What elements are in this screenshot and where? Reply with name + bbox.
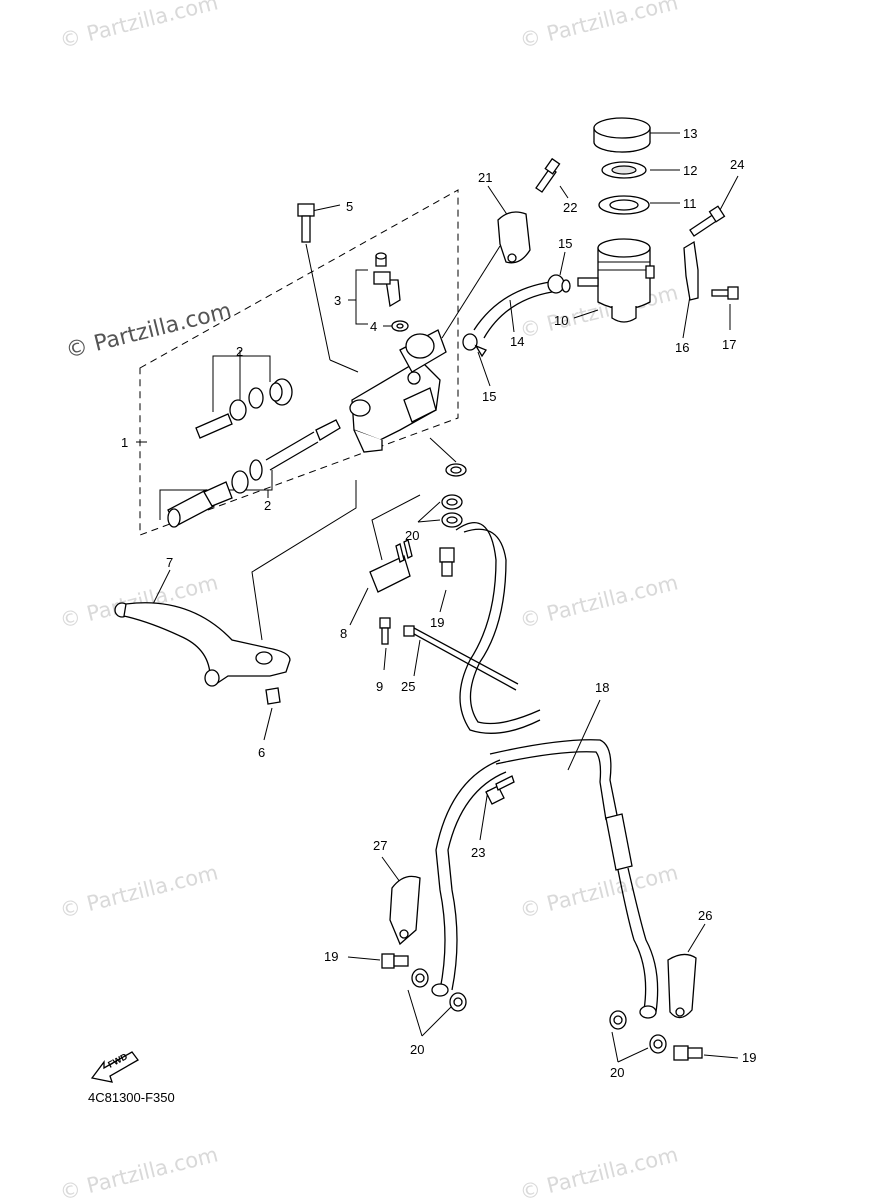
bracket-27 (389, 875, 421, 946)
callout-labels: 1 2 2 3 4 5 6 7 8 9 10 11 12 13 14 15 15… (121, 126, 756, 1080)
callout-2: 2 (236, 344, 243, 359)
hose-clip-15-lower (462, 333, 487, 358)
callout-19: 19 (430, 615, 444, 630)
callout-24: 24 (730, 157, 744, 172)
nut-6 (265, 687, 281, 705)
bolt-23 (485, 775, 515, 805)
callout-12: 12 (683, 163, 697, 178)
reservoir-hose-14 (473, 281, 553, 339)
master-cylinder-assembly-outline (139, 189, 459, 536)
piston-kit-2-upper (195, 378, 293, 439)
callout-20: 20 (410, 1042, 424, 1057)
callout-3: 3 (334, 293, 341, 308)
callout-15: 15 (482, 389, 496, 404)
bolt-17 (711, 286, 739, 300)
union-bolt-19-upper (439, 547, 455, 577)
reservoir-cap-13 (593, 117, 651, 153)
washers-20-upper (441, 463, 467, 528)
callout-21: 21 (478, 170, 492, 185)
watermark: © Partzilla.com (63, 298, 234, 363)
cable-tie-25 (403, 625, 519, 691)
reservoir-10 (577, 238, 655, 323)
callout-26: 26 (698, 908, 712, 923)
piston-kit-2-lower (167, 419, 341, 528)
brake-hose-18 (431, 522, 659, 1019)
callout-4: 4 (370, 319, 377, 334)
watermark: © Partzilla.com (57, 1142, 220, 1200)
watermarks: © Partzilla.com © Partzilla.com © Partzi… (57, 0, 680, 1200)
callout-8: 8 (340, 626, 347, 641)
watermark: © Partzilla.com (517, 570, 680, 632)
watermark: © Partzilla.com (57, 860, 220, 922)
watermark: © Partzilla.com (517, 0, 680, 53)
master-cylinder-body (349, 329, 447, 453)
callout-19: 19 (742, 1050, 756, 1065)
bolt-22 (535, 157, 561, 193)
diaphragm-12 (601, 161, 647, 179)
screw-9 (379, 617, 391, 645)
callout-20: 20 (610, 1065, 624, 1080)
callout-5: 5 (346, 199, 353, 214)
watermark: © Partzilla.com (57, 0, 220, 53)
diagram-code: 4C81300-F350 (88, 1090, 175, 1105)
callout-18: 18 (595, 680, 609, 695)
bolt-5 (297, 203, 315, 243)
callout-10: 10 (554, 313, 568, 328)
callout-2: 2 (264, 498, 271, 513)
callout-16: 16 (675, 340, 689, 355)
forward-direction-arrow-icon: FWD (90, 1051, 139, 1083)
callout-19: 19 (324, 949, 338, 964)
bleed-screw-3 (373, 252, 401, 308)
washer-4 (391, 320, 409, 332)
callout-14: 14 (510, 334, 524, 349)
callout-9: 9 (376, 679, 383, 694)
union-bolt-19-lower-right (673, 1045, 703, 1061)
watermark: © Partzilla.com (517, 860, 680, 922)
diaphragm-holder-11 (598, 195, 650, 215)
brake-switch-8 (369, 539, 413, 593)
callout-6: 6 (258, 745, 265, 760)
union-bolt-19-lower-left (381, 953, 409, 969)
bolt-24 (689, 205, 726, 237)
callout-22: 22 (563, 200, 577, 215)
callout-15: 15 (558, 236, 572, 251)
bracket-16 (683, 240, 699, 301)
callout-17: 17 (722, 337, 736, 352)
hose-clip-15-upper (547, 274, 571, 294)
clamp-21 (497, 211, 531, 264)
callout-1: 1 (121, 435, 128, 450)
bracket-26 (667, 953, 697, 1019)
callout-11: 11 (683, 196, 697, 211)
callout-25: 25 (401, 679, 415, 694)
callout-20: 20 (405, 528, 419, 543)
callout-7: 7 (166, 555, 173, 570)
callout-27: 27 (373, 838, 387, 853)
washers-20-lower (411, 968, 667, 1054)
callout-13: 13 (683, 126, 697, 141)
brake-lever-7 (114, 602, 291, 687)
callout-23: 23 (471, 845, 485, 860)
watermark: © Partzilla.com (517, 1142, 680, 1200)
